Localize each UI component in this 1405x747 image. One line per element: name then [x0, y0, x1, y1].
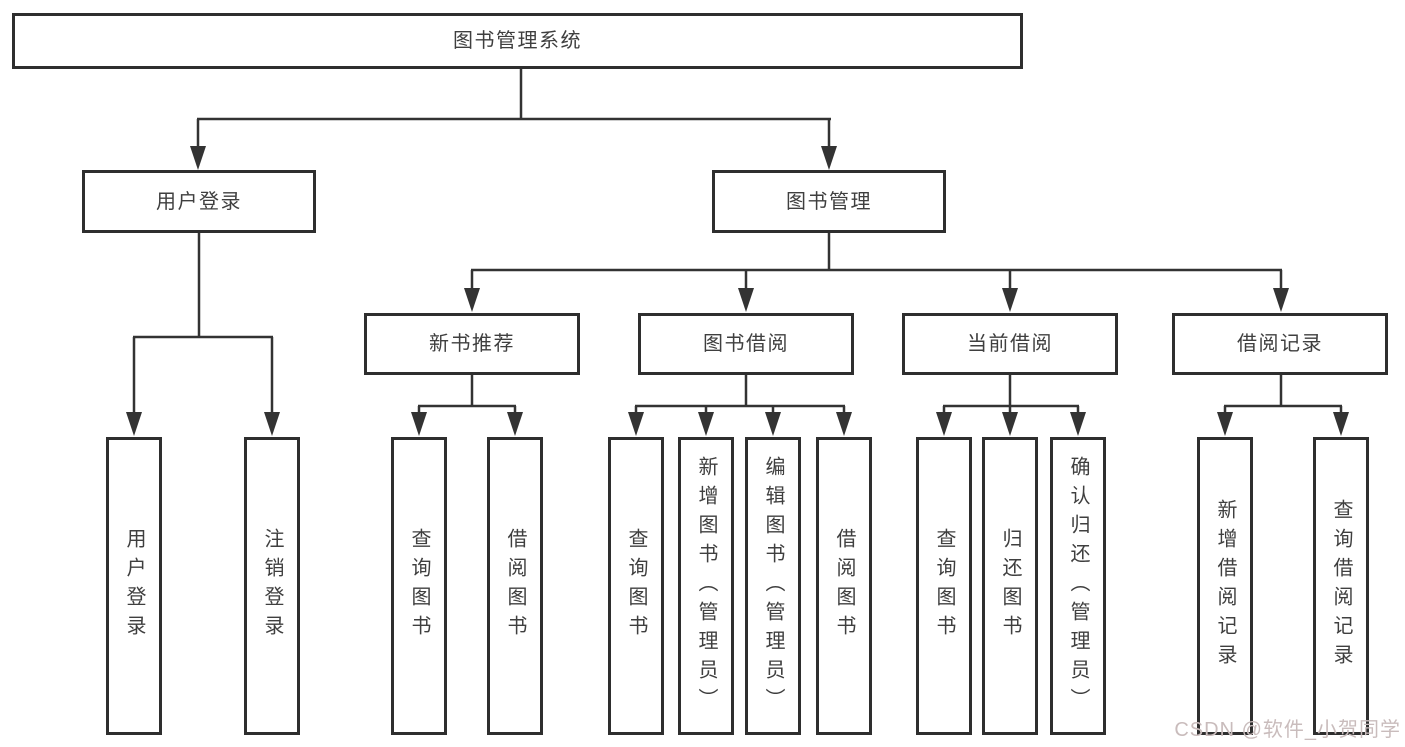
leaf-return-books: 归还图书 [982, 437, 1038, 735]
node-current-borrowing: 当前借阅 [902, 313, 1118, 375]
leaf-add-books-admin: 新增图书（管理员） [678, 437, 734, 735]
leaf-borrow-books-recommend: 借阅图书 [487, 437, 543, 735]
leaf-edit-books-admin: 编辑图书（管理员） [745, 437, 801, 735]
leaf-query-books-current: 查询图书 [916, 437, 972, 735]
leaf-add-borrow-record: 新增借阅记录 [1197, 437, 1253, 735]
node-book-management: 图书管理 [712, 170, 946, 233]
node-new-book-recommendation: 新书推荐 [364, 313, 580, 375]
leaf-query-borrow-record: 查询借阅记录 [1313, 437, 1369, 735]
node-borrowing-records: 借阅记录 [1172, 313, 1388, 375]
watermark: CSDN @软件_小贺同学 [1174, 719, 1401, 741]
node-book-borrowing: 图书借阅 [638, 313, 854, 375]
leaf-logout: 注销登录 [244, 437, 300, 735]
leaf-user-login: 用户登录 [106, 437, 162, 735]
leaf-confirm-return-admin: 确认归还（管理员） [1050, 437, 1106, 735]
leaf-query-books-recommend: 查询图书 [391, 437, 447, 735]
leaf-query-books-borrow: 查询图书 [608, 437, 664, 735]
leaf-borrow-books: 借阅图书 [816, 437, 872, 735]
node-library-system: 图书管理系统 [12, 13, 1023, 69]
node-user-login: 用户登录 [82, 170, 316, 233]
